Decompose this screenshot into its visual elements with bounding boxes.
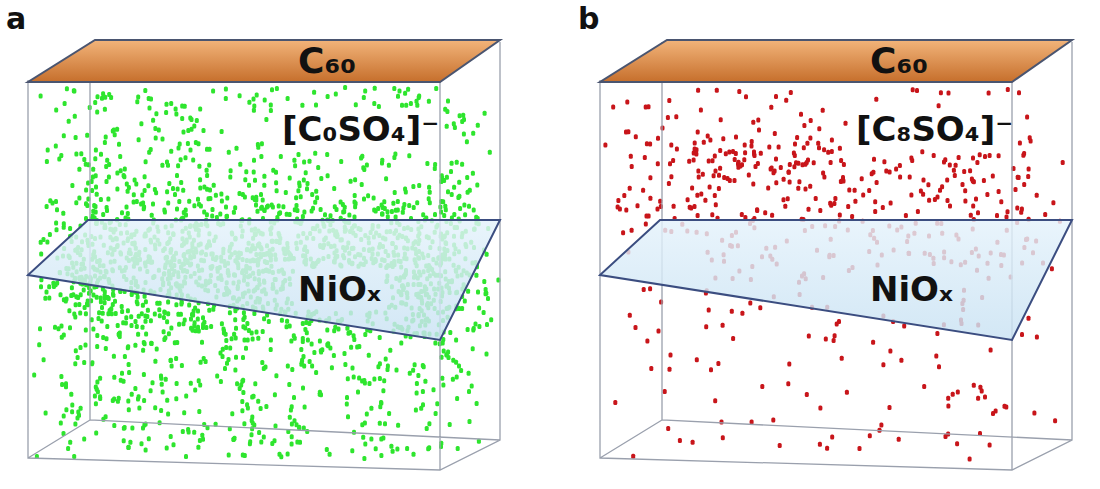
- anion-label: [C₈SO₄]⁻: [856, 112, 1013, 146]
- panel-letter: b: [578, 4, 599, 34]
- niox-layer: NiOₓ: [600, 220, 1072, 340]
- layer-label: NiOₓ: [870, 272, 953, 306]
- c60-layer: C₆₀: [600, 40, 1072, 82]
- layer-plane: [600, 40, 1072, 82]
- layer-label: C₆₀: [298, 43, 356, 79]
- plane-outline: [600, 220, 1072, 340]
- layer-plane: [28, 40, 500, 82]
- niox-layer: NiOₓ: [28, 220, 500, 340]
- box-frame: [28, 42, 1072, 470]
- plane-outline: [600, 40, 1072, 82]
- plane-outline: [28, 40, 500, 82]
- layer-label: C₆₀: [870, 43, 928, 79]
- anion-label: [C₀SO₄]⁻: [282, 112, 439, 146]
- panel-letter: a: [6, 4, 26, 34]
- plane-outline: [28, 220, 500, 340]
- layer-label: NiOₓ: [298, 272, 381, 306]
- layer-plane: [600, 220, 1072, 340]
- layer-plane: [28, 220, 500, 340]
- c60-layer: C₆₀: [28, 40, 500, 82]
